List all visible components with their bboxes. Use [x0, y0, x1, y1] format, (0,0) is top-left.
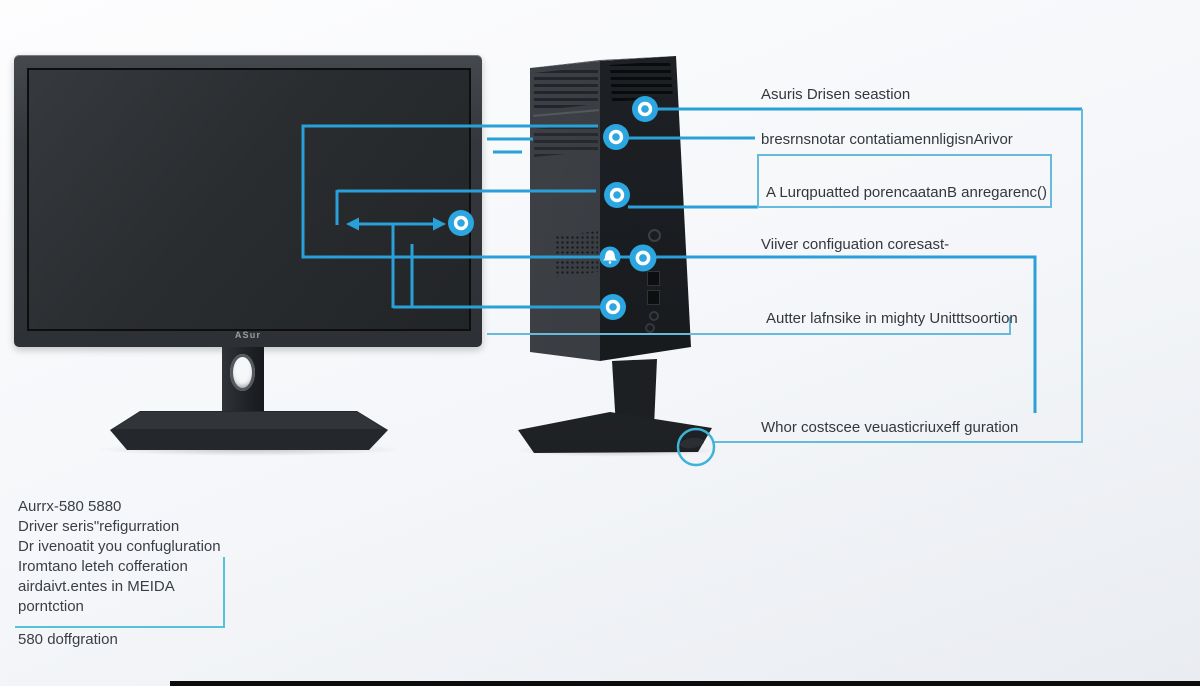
screen-diagram-lines: [301, 107, 1082, 413]
arrow-icons: [346, 217, 446, 231]
footnote-line: Iromtano leteh cofferation: [18, 558, 188, 575]
callout-label: A Lurqpuatted porencaatanB anregarenc(): [766, 184, 1048, 201]
footnote-bracket: [15, 557, 225, 628]
footnote-line: Driver seris"refigurration: [18, 518, 180, 535]
callout-label: Whor costscee veuasticriuxeff guration: [761, 419, 1019, 436]
arrow-left-icon: [346, 217, 359, 231]
bottom-edge-bar: [170, 681, 1200, 686]
arrow-right-icon: [433, 217, 446, 231]
bell-icon: [599, 246, 621, 268]
callout-label: Asuris Drisen seastion: [761, 86, 911, 103]
callout-boxes: [487, 109, 1083, 467]
connection-marker-icon: [604, 182, 630, 208]
usb-port: [647, 271, 660, 286]
usb-port: [647, 290, 660, 305]
footnote-line: porntction: [18, 598, 84, 615]
connection-marker-icon: [603, 124, 629, 150]
connection-marker-icon: [600, 294, 626, 320]
monitor-screen: [27, 68, 471, 331]
callout-label: bresrnsnotar contatiamennligisnArivor: [761, 131, 1013, 148]
audio-jack: [645, 323, 655, 333]
footnote-line: airdaivt.entes in MEIDA: [18, 578, 175, 595]
stand-foot: [680, 437, 704, 449]
footnote-block: Aurrx-580 5880 Driver seris"refigurratio…: [18, 497, 221, 617]
callout-label: Viiver configuation coresast-: [761, 236, 950, 253]
highlight-circle-icon: [676, 427, 716, 467]
power-button: [648, 229, 661, 242]
connection-marker-icon: [632, 96, 658, 122]
connection-marker-icon: [448, 210, 474, 236]
callout-label: Autter lafnsike in mighty Unitttsoortion: [766, 310, 1018, 327]
connection-marker-icons: [448, 96, 658, 320]
cable-hole: [230, 354, 255, 391]
audio-jack: [649, 311, 659, 321]
monitor-brand-logo: ASur: [234, 330, 262, 340]
footnote-line: Aurrx-580 5880: [18, 498, 122, 515]
footnote-caption: 580 doffgration: [18, 631, 118, 648]
connection-marker-icon: [629, 244, 657, 272]
footnote-line: Dr ivenoatit you confugluration: [18, 538, 221, 555]
